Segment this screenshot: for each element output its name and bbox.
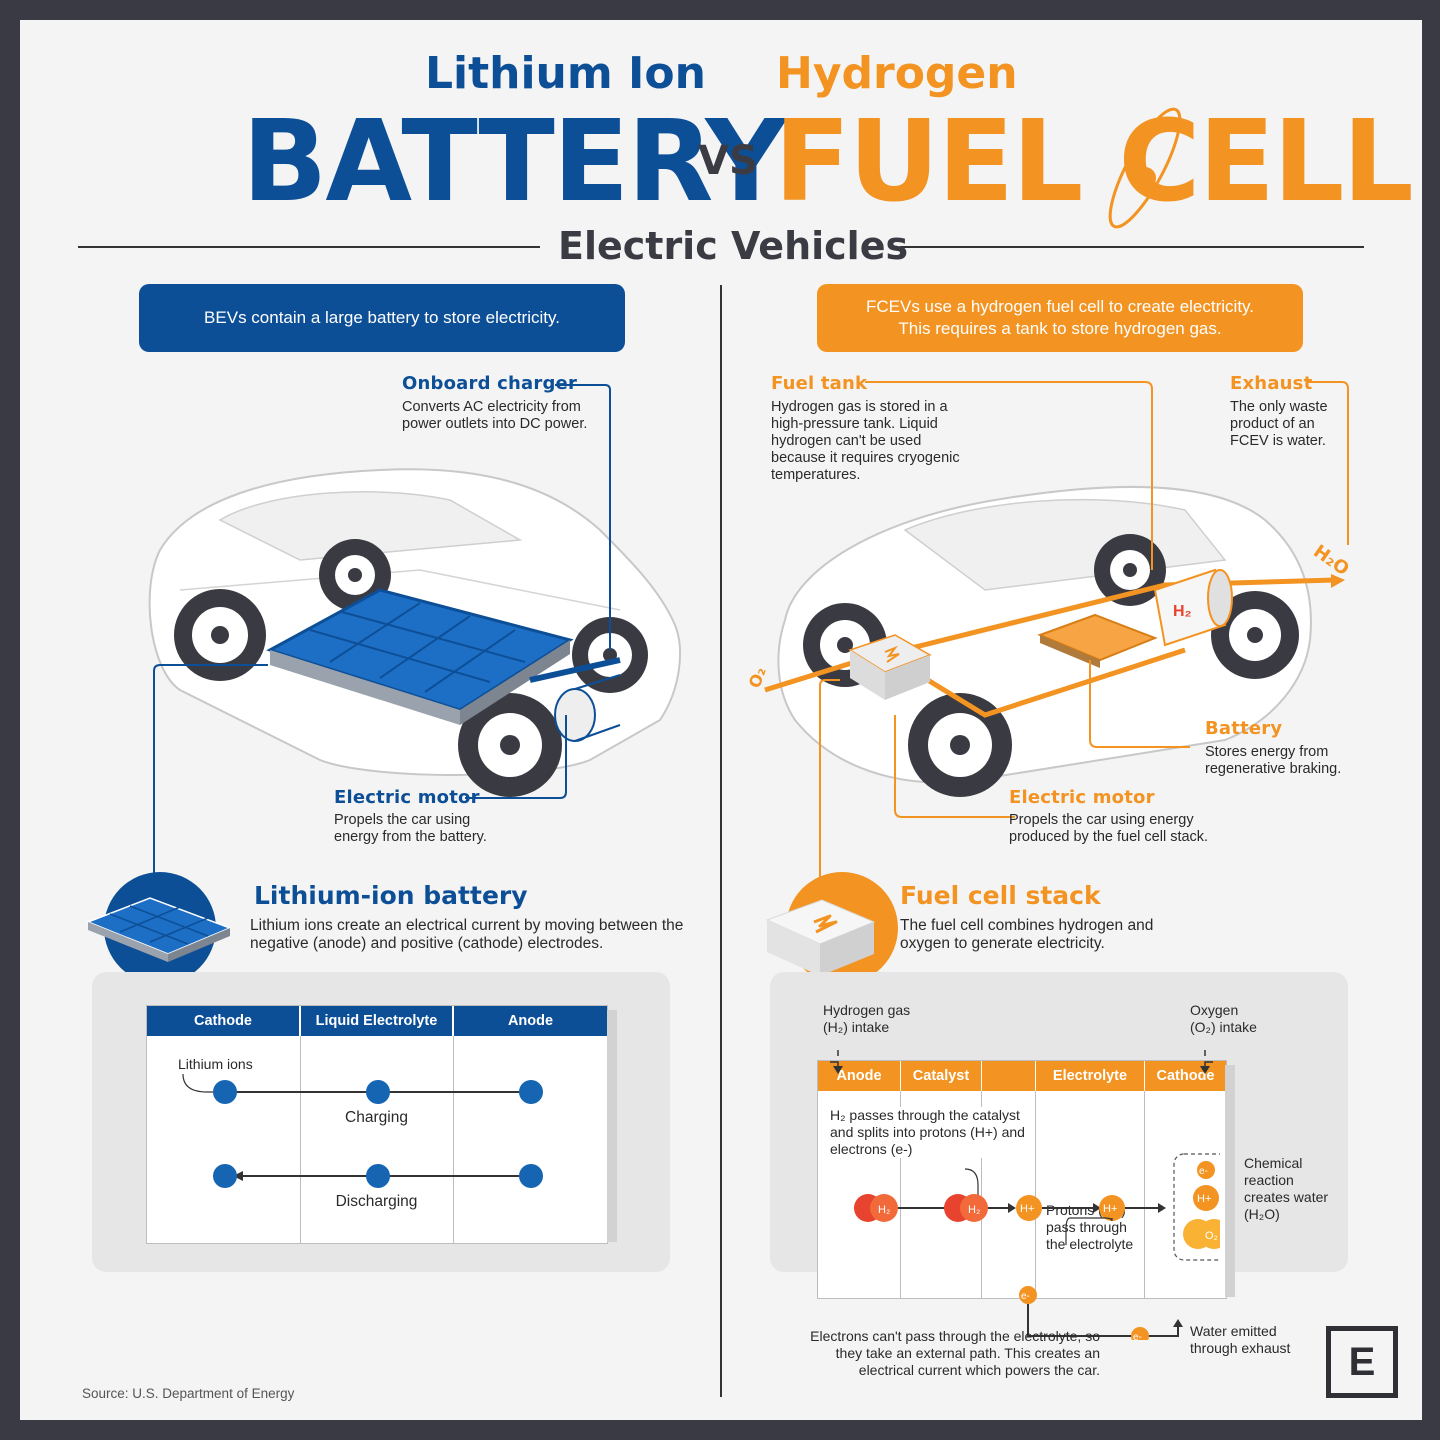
eminus-text: e- [1199,1166,1208,1177]
fc-col-divider [1144,1091,1145,1298]
hplus-text: H+ [1020,1203,1034,1215]
battery-leader [153,664,268,890]
li-table: Cathode Liquid Electrolyte Anode Lithium… [146,1005,608,1244]
li-ion-flow [182,1073,543,1188]
fc-col-divider [981,1091,982,1298]
onboard-charger-desc: Converts AC electricity from power outle… [402,399,588,432]
fc-header-blank [982,1061,1035,1091]
li-col-divider [453,1036,454,1243]
bev-pill: BEVs contain a large battery to store el… [139,284,625,352]
h2-molecule-text: H₂ [968,1204,980,1216]
onboard-charger-leader [555,384,611,650]
fcev-pill: FCEVs use a hydrogen fuel cell to create… [817,284,1303,352]
o2-intake-label: Oxygen (O₂) intake [1190,1002,1257,1035]
title-lithium-ion: Lithium Ion [425,48,706,99]
fc-table: Anode Catalyst Electrolyte Cathode H₂ pa… [817,1060,1227,1299]
publisher-logo: E [1326,1326,1398,1398]
fc-col-divider [1035,1091,1036,1298]
electrons-note: Electrons can't pass through the electro… [810,1328,1100,1378]
fc-header-electrolyte: Electrolyte [1036,1061,1144,1091]
charging-label: Charging [345,1109,408,1126]
eminus-text: e- [1021,1291,1030,1302]
title-vs: VS [698,138,758,184]
li-header-electrolyte: Liquid Electrolyte [301,1006,452,1036]
fcev-battery-label: Battery [1205,718,1283,739]
fuel-tank-desc: Hydrogen gas is stored in a high-pressur… [771,399,960,483]
fc-table-shadow [1225,1065,1235,1297]
fc-col-divider [900,1091,901,1298]
fcev-battery-desc: Stores energy from regenerative braking. [1205,744,1342,777]
battery-badge [85,872,233,998]
fcev-car-illustration: H₂ [764,485,1345,797]
fuel-cell-section-desc: The fuel cell combines hydrogen and oxyg… [900,917,1154,952]
water-emitted-note: Water emitted through exhaust [1190,1323,1291,1356]
fc-header-cathode: Cathode [1145,1061,1226,1091]
fcev-leaders [819,381,1349,910]
fcev-pill-line2: This requires a tank to store hydrogen g… [898,319,1222,338]
eminus-text: e- [1133,1332,1142,1340]
h2-molecule-text: H₂ [878,1204,890,1216]
title-battery: BATTERY [242,97,786,227]
fc-flow: H₂ H₂ H+ H+ e- H+ O₂ e- [830,1050,1220,1340]
li-header-cathode: Cathode [147,1006,299,1036]
lithium-ions-label: Lithium ions [178,1056,253,1072]
discharging-label: Discharging [335,1193,418,1210]
battery-section-title: Lithium-ion battery [254,881,528,910]
atom-orbit-icon [1108,107,1182,229]
fc-header-anode: Anode [818,1061,900,1091]
exhaust-label: Exhaust [1230,373,1313,394]
onboard-charger-label: Onboard charger [402,373,578,394]
source-note: Source: U.S. Department of Energy [82,1386,295,1401]
exhaust-desc: The only waste product of an FCEV is wat… [1230,399,1328,449]
h2-split-note: H₂ passes through the catalyst and split… [830,1107,1035,1158]
bev-motor-leader [465,715,567,799]
fcev-motor-label: Electric motor [1009,787,1155,808]
title-fuel-cell: FUEL CELL [774,97,1414,227]
h2-intake-label: Hydrogen gas (H₂) intake [823,1002,911,1035]
li-col-divider [300,1036,301,1243]
battery-section-desc: Lithium ions create an electrical curren… [250,917,684,952]
hplus-text: H+ [1197,1193,1211,1205]
tank-h2-text: H₂ [1173,603,1192,620]
fuel-tank-label: Fuel tank [771,373,868,394]
title-hydrogen: Hydrogen [776,48,1018,99]
hplus-text: H+ [1103,1203,1117,1215]
fc-header-catalyst: Catalyst [901,1061,981,1091]
li-header-anode: Anode [454,1006,607,1036]
fcev-motor-desc: Propels the car using energy produced by… [1009,812,1209,845]
bev-car-illustration [148,468,681,797]
title-rule-left [78,246,540,248]
bev-motor-label: Electric motor [334,787,480,808]
li-table-shadow [607,1010,617,1242]
bev-motor-desc: Propels the car using energy from the ba… [334,812,487,845]
subtitle: Electric Vehicles [558,224,909,268]
title-rule-right [900,246,1364,248]
o2-molecule-text: O₂ [1205,1230,1218,1242]
fuel-cell-section-title: Fuel cell stack [900,881,1101,910]
infographic-card: Lithium Ion BATTERY VS Hydrogen FUEL CEL… [20,20,1422,1420]
center-divider [720,285,722,1397]
fcev-pill-line1: FCEVs use a hydrogen fuel cell to create… [865,297,1255,316]
chemical-reaction-note: Chemical reaction creates water (H₂O) [1244,1155,1329,1222]
